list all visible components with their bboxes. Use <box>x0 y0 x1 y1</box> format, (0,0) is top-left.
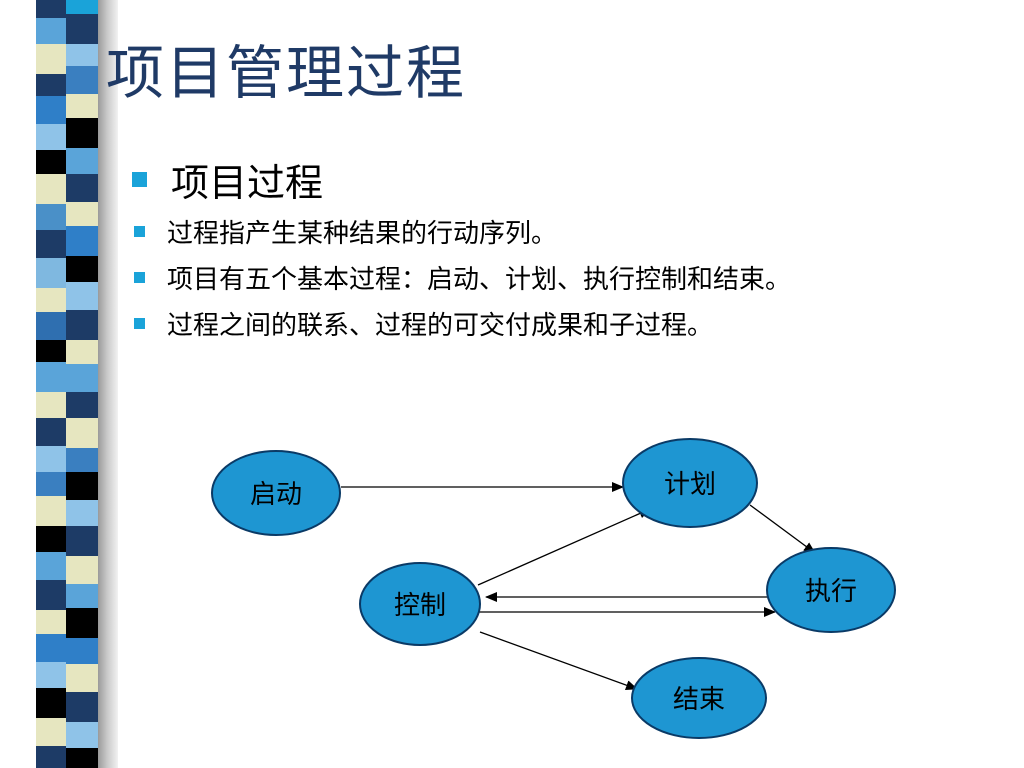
node-close: 结束 <box>631 657 767 739</box>
bullet-item: 项目过程 <box>128 150 791 208</box>
bullet-list: 项目过程 过程指产生某种结果的行动序列。 项目有五个基本过程：启动、计划、执行控… <box>128 150 791 346</box>
bullet-text: 项目有五个基本过程：启动、计划、执行控制和结束。 <box>167 264 792 295</box>
arrow-control-to-plan <box>477 508 651 586</box>
square-bullet-icon <box>134 317 145 329</box>
node-execute: 执行 <box>766 547 896 633</box>
node-plan: 计划 <box>622 438 758 528</box>
bullet-item: 过程指产生某种结果的行动序列。 <box>128 208 791 254</box>
arrow-control-to-close <box>479 631 638 690</box>
decorative-sidebar <box>0 0 118 768</box>
square-bullet-icon <box>134 225 145 237</box>
node-plan-label: 计划 <box>664 470 716 500</box>
sidebar-shadow <box>98 0 118 768</box>
bullet-item: 项目有五个基本过程：启动、计划、执行控制和结束。 <box>128 254 791 300</box>
sidebar-column-right <box>66 0 98 768</box>
page-title: 项目管理过程 <box>106 39 467 107</box>
node-start-label: 启动 <box>250 480 302 510</box>
arrow-plan-to-execute <box>749 504 816 554</box>
bullet-item: 过程之间的联系、过程的可交付成果和子过程。 <box>128 300 791 346</box>
sidebar-column-left <box>36 0 66 768</box>
node-control: 控制 <box>359 562 481 646</box>
node-close-label: 结束 <box>673 685 725 715</box>
square-bullet-icon <box>132 171 147 187</box>
node-control-label: 控制 <box>394 591 446 621</box>
bullet-text: 项目过程 <box>171 160 324 205</box>
node-execute-label: 执行 <box>805 577 857 607</box>
node-start: 启动 <box>211 450 341 536</box>
square-bullet-icon <box>134 271 145 283</box>
bullet-text: 过程之间的联系、过程的可交付成果和子过程。 <box>167 310 714 341</box>
bullet-text: 过程指产生某种结果的行动序列。 <box>167 218 558 249</box>
